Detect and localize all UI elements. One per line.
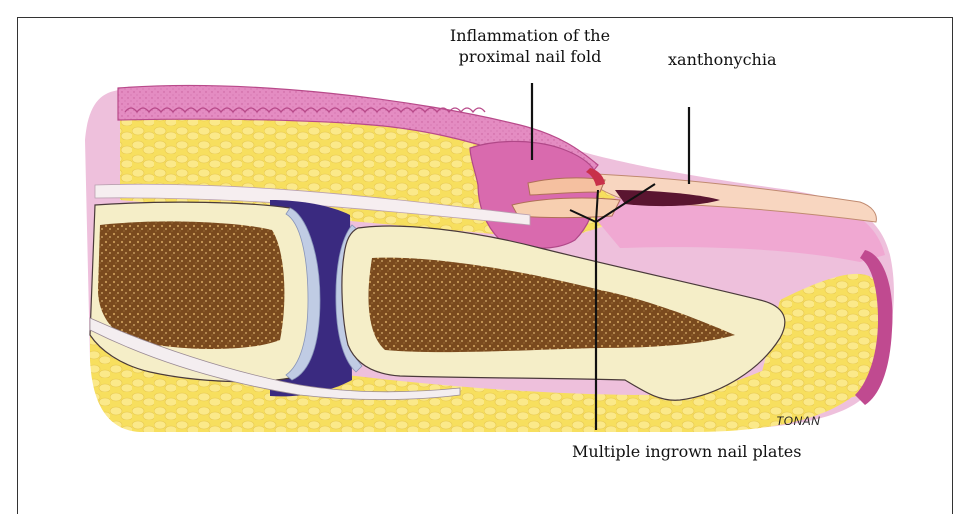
xanthonychia-label: xanthonychia <box>668 49 777 70</box>
ingrown-nail-plate-upper <box>528 178 605 195</box>
inflammation-label-line1: Inflammation of the <box>440 25 620 46</box>
artist-signature: TONAN <box>776 414 820 428</box>
inflammation-label: Inflammation of the proximal nail fold <box>440 25 620 67</box>
middle-phalanx-marrow <box>98 221 284 349</box>
inflammation-label-line2: proximal nail fold <box>440 46 620 67</box>
ingrown-nail-label: Multiple ingrown nail plates <box>572 441 801 462</box>
